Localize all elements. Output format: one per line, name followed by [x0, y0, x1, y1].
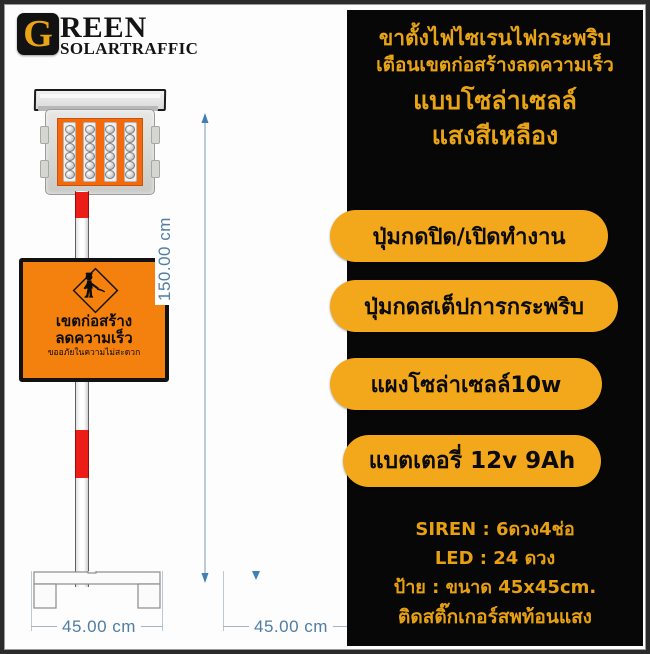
sign-pictogram-diamond [64, 267, 124, 314]
dimension-leader-line [223, 626, 251, 627]
side-elevation-view [191, 5, 539, 649]
led-dot [64, 170, 75, 179]
dimension-extension-line [162, 571, 163, 631]
spec-sign-size: ป้าย : ขนาด 45x45cm. [393, 577, 597, 599]
led-dot [105, 170, 116, 179]
spec-reflective-sticker: ติดสติ๊กเกอร์สพท้อนแสง [398, 606, 592, 629]
led-dot [105, 125, 116, 134]
spec-led: LED : 24 ดวง [434, 548, 556, 570]
feature-pill-solar-panel: แผงโซล่าเซลล์10w [330, 358, 602, 410]
led-dot [125, 143, 136, 152]
sign-line-1: เขตก่อสร้าง [55, 312, 133, 330]
base-width-label-front: 45.00 cm [57, 617, 141, 637]
led-dot [64, 134, 75, 143]
sign-line-2: ลดความเร็ว [55, 328, 133, 347]
led-dot [84, 161, 95, 170]
headline-line-4: แสงสีเหลือง [431, 121, 559, 151]
specification-list: SIREN : 6ดวง4ช่อ LED : 24 ดวง ป้าย : ขนา… [347, 515, 643, 633]
feature-pill-battery: แบตเตอรี่ 12v 9Ah [343, 435, 601, 487]
led-dot [84, 143, 95, 152]
sign-line-3: ขออภัยในความไม่สะดวก [47, 348, 141, 358]
pole-reflective-band-middle [75, 430, 89, 478]
led-dot [125, 170, 136, 179]
ad-canvas: G REEN SOLARTRAFFIC [4, 4, 646, 650]
base-pointer-arrow [252, 571, 260, 580]
led-array-panel [57, 118, 143, 186]
dimension-leader-line [31, 626, 59, 627]
enclosure-lug [151, 160, 160, 178]
enclosure-lug [151, 126, 160, 144]
enclosure-lug [40, 160, 49, 178]
logo-wordmark: REEN SOLARTRAFFIC [60, 11, 199, 58]
base-width-label-side: 45.00 cm [249, 617, 333, 637]
feature-pill-power-button: ปุ่มกดปิด/เปิดทำงาน [330, 210, 608, 262]
brand-logo: G REEN SOLARTRAFFIC [17, 13, 198, 57]
pole-reflective-band-top [75, 192, 89, 218]
led-siren-enclosure-front [40, 109, 160, 195]
dimension-leader-line [133, 626, 163, 627]
headline-line-2: เตือนเขตก่อสร้างลดความเร็ว [376, 54, 614, 77]
base-stand-front [33, 571, 161, 609]
led-dot [125, 161, 136, 170]
feature-pill-flash-step-button: ปุ่มกดสเต็ปการกระพริบ [330, 280, 618, 332]
led-dot [64, 161, 75, 170]
logo-name-sub: SOLARTRAFFIC [60, 38, 199, 58]
support-pole-front [75, 191, 89, 587]
led-dot [105, 152, 116, 161]
dimension-extension-line [223, 571, 224, 631]
led-strip [63, 122, 76, 182]
solar-panel-underside [38, 106, 158, 111]
led-dot [84, 152, 95, 161]
led-strip [123, 122, 137, 182]
led-dot [125, 134, 136, 143]
led-dot [84, 134, 95, 143]
led-dot [64, 152, 75, 161]
height-dimension-line [201, 113, 209, 583]
headline-line-3: แบบโซล่าเซลล์ [413, 85, 577, 115]
front-elevation-view: เขตก่อสร้าง ลดความเร็ว ขออภัยในความไม่สะ… [5, 5, 195, 649]
led-dot [105, 161, 116, 170]
led-dot [84, 170, 95, 179]
headline-block: ขาตั้งไฟไซเรนไฟกระพริบ เตือนเขตก่อสร้างล… [347, 24, 643, 153]
led-dot [125, 125, 136, 134]
enclosure-lug [40, 126, 49, 144]
led-strip [103, 122, 117, 182]
led-dot [105, 134, 116, 143]
road-worker-icon [83, 272, 105, 298]
spec-siren: SIREN : 6ดวง4ช่อ [415, 519, 575, 540]
construction-warning-sign: เขตก่อสร้าง ลดความเร็ว ขออภัยในความไม่สะ… [19, 258, 169, 382]
logo-badge-letter: G [17, 13, 59, 55]
height-dimension-label: 150.00 cm [155, 213, 175, 305]
headline-line-1: ขาตั้งไฟไซเรนไฟกระพริบ [378, 26, 612, 50]
led-dot [125, 152, 136, 161]
dimension-extension-line [31, 571, 32, 631]
led-dot [64, 143, 75, 152]
led-dot [64, 125, 75, 134]
led-dot [105, 143, 116, 152]
led-dot [84, 125, 95, 134]
logo-name-main: REEN [60, 11, 148, 44]
led-strip [83, 122, 97, 182]
dimension-leader-line [325, 626, 353, 627]
